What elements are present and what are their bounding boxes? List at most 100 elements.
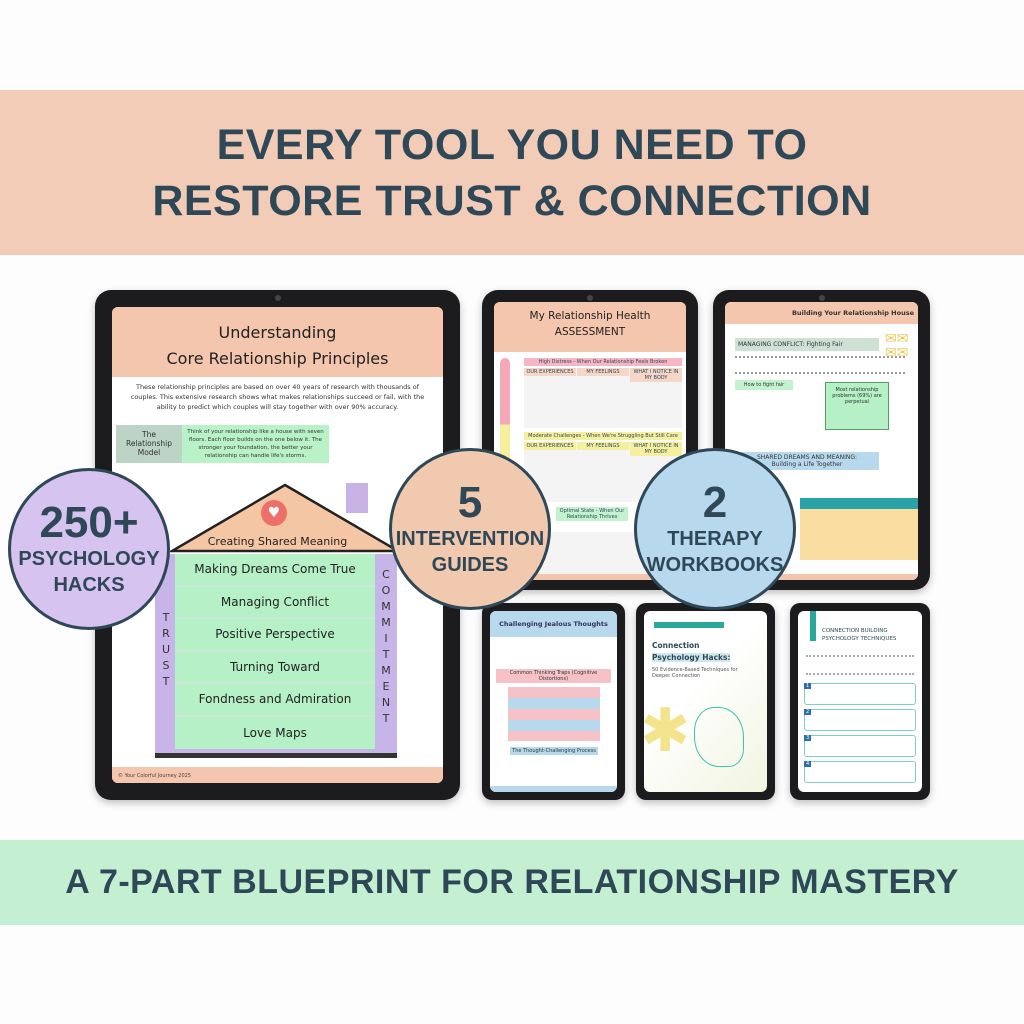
- pillar-letter: M: [381, 600, 391, 613]
- pillar-letter: T: [382, 648, 390, 661]
- floor-item: Positive Perspective: [175, 619, 375, 652]
- house-floors: Making Dreams Come True Managing Conflic…: [175, 554, 375, 749]
- model-label: The Relationship Model: [116, 425, 182, 463]
- cover-tablet: Connection Psychology Hacks: 50 Evidence…: [636, 603, 775, 800]
- column-header: WHAT I NOTICE IN MY BODY: [630, 368, 682, 382]
- badge-number: 5: [457, 478, 483, 527]
- pillar-letter: R: [162, 627, 170, 640]
- badge-psychology-hacks: 250+ PSYCHOLOGY HACKS: [8, 468, 170, 630]
- cover-screen: Connection Psychology Hacks: 50 Evidence…: [644, 611, 767, 792]
- techniques-title-2: PSYCHOLOGY TECHNIQUES: [822, 636, 897, 642]
- jealous-thoughts-tablet: Challenging Jealous Thoughts Common Thin…: [482, 603, 625, 800]
- house-foundation: [155, 753, 397, 758]
- pillar-letter: S: [162, 659, 170, 672]
- pillar-letter: T: [162, 611, 170, 624]
- floor-item: Love Maps: [243, 725, 307, 740]
- headline-line-2: RESTORE TRUST & CONNECTION: [152, 176, 872, 225]
- assessment-title-2: ASSESSMENT: [554, 326, 626, 338]
- badge-label: PSYCHOLOGY: [18, 548, 160, 570]
- jealous-header: [490, 611, 617, 637]
- floor-item: Making Dreams Come True: [175, 554, 375, 587]
- jealous-footer-bar: [490, 786, 617, 792]
- jealous-screen: Challenging Jealous Thoughts Common Thin…: [490, 611, 617, 792]
- thinking-traps-heading: Common Thinking Traps (Cognitive Distort…: [496, 669, 611, 683]
- perpetual-box: Most relationship problems (69%) are per…: [825, 382, 889, 430]
- pillar-letter: I: [384, 632, 388, 645]
- distress-meter: [500, 358, 510, 548]
- column-header: OUR EXPERIENCES: [524, 368, 576, 376]
- camera: [274, 295, 281, 301]
- pillar-letter: C: [382, 568, 390, 581]
- shared-dreams-title: SHARED DREAMS AND MEANING:: [756, 454, 858, 461]
- techniques-screen: CONNECTION BUILDING PSYCHOLOGY TECHNIQUE…: [798, 611, 922, 792]
- camera: [587, 295, 593, 301]
- column-header: WHAT I NOTICE IN MY BODY: [630, 442, 682, 456]
- column-header: OUR EXPERIENCES: [524, 442, 576, 450]
- column-header: MY FEELINGS: [577, 368, 629, 376]
- conflict-text: [735, 356, 905, 374]
- pillar-letter: E: [382, 680, 390, 693]
- cover-title-1: Connection: [652, 641, 700, 650]
- hands-illustration: [694, 707, 744, 767]
- headline-line-1: EVERY TOOL YOU NEED TO: [216, 120, 808, 169]
- main-page-title-2: Core Relationship Principles: [166, 349, 389, 368]
- assessment-title-1: My Relationship Health: [529, 310, 651, 322]
- assessment-header: [494, 302, 686, 352]
- workbook-header: [725, 302, 918, 324]
- techniques-intro: [806, 655, 914, 675]
- badge-therapy-workbooks: 2 THERAPY WORKBOOKS: [634, 448, 796, 610]
- pillar-letter: U: [161, 643, 171, 656]
- technique-step: 1: [804, 683, 916, 705]
- assessment-footer-bar: [494, 574, 686, 580]
- floor-item: Turning Toward: [175, 652, 375, 684]
- heart-icon: ♥: [261, 500, 287, 526]
- cover-subtitle: 50 Evidence-Based Techniques for Deeper …: [652, 667, 738, 679]
- section-moderate: Moderate Challenges - When We're Struggl…: [524, 432, 682, 440]
- step-number: 3: [804, 735, 812, 741]
- grid-high: OUR EXPERIENCES MY FEELINGS WHAT I NOTIC…: [524, 368, 682, 428]
- footer-text: A 7-PART BLUEPRINT FOR RELATIONSHIP MAST…: [65, 863, 959, 901]
- technique-step: 2: [804, 709, 916, 731]
- step-number: 2: [804, 709, 812, 715]
- technique-step: 4: [804, 761, 916, 783]
- camera: [818, 295, 825, 301]
- pillar-letter: N: [381, 696, 391, 709]
- badge-number: 2: [702, 478, 728, 527]
- main-tablet: Understanding Core Relationship Principl…: [95, 290, 460, 800]
- badge-label: GUIDES: [431, 554, 509, 576]
- conflict-heading: MANAGING CONFLICT: Fighting Fair: [735, 338, 879, 351]
- shared-dreams-heading: SHARED DREAMS AND MEANING: Building a Li…: [735, 452, 879, 470]
- workbook-footer-bar: [725, 574, 918, 580]
- main-page-header: [112, 307, 443, 377]
- section-high-distress: High Distress - When Our Relationship Fe…: [524, 358, 682, 366]
- beach-illustration: [800, 498, 918, 560]
- model-text: Think of your relationship like a house …: [182, 425, 329, 463]
- jealous-title: Challenging Jealous Thoughts: [499, 620, 608, 628]
- cover-accent-bar: [654, 622, 724, 628]
- technique-steps: 1 2 3 4: [804, 683, 916, 787]
- step-number: 4: [804, 761, 812, 767]
- techniques-accent: [810, 611, 816, 641]
- pillar-letter: O: [381, 584, 391, 597]
- badge-number: 250+: [39, 498, 139, 547]
- main-tablet-screen: Understanding Core Relationship Principl…: [112, 307, 443, 783]
- pillar-letter: M: [381, 616, 391, 629]
- main-page-footer-bar: [112, 767, 443, 783]
- footer-banner: A 7-PART BLUEPRINT FOR RELATIONSHIP MAST…: [0, 840, 1024, 925]
- pillar-letter: T: [162, 675, 170, 688]
- headline-banner: EVERY TOOL YOU NEED TO RESTORE TRUST & C…: [0, 90, 1024, 255]
- column-header: MY FEELINGS: [577, 442, 629, 450]
- badge-intervention-guides: 5 INTERVENTION GUIDES: [389, 448, 551, 610]
- floor-item: Managing Conflict: [175, 587, 375, 619]
- flower-illustration: ✱: [644, 696, 691, 766]
- cover-title-2: Psychology Hacks:: [652, 653, 731, 662]
- main-page-title-1: Understanding: [218, 323, 337, 342]
- thought-process-heading: The Thought-Challenging Process: [510, 747, 598, 755]
- thinking-traps-table: [508, 687, 600, 741]
- roof-label: Creating Shared Meaning: [207, 535, 348, 548]
- techniques-tablet: CONNECTION BUILDING PSYCHOLOGY TECHNIQUE…: [790, 603, 930, 800]
- main-page-intro: These relationship principles are based …: [130, 383, 425, 411]
- badge-label: WORKBOOKS: [646, 554, 784, 576]
